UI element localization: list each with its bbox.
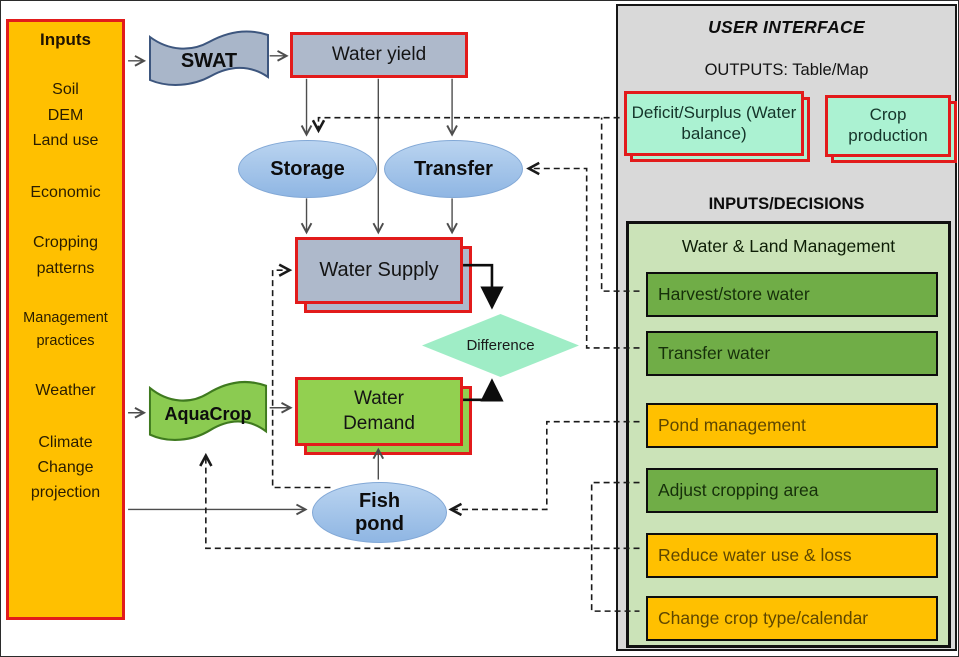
decision-item-reduce-water-use-loss: Reduce water use & loss (646, 533, 938, 578)
inputs-item-land-use: Land use (32, 132, 99, 149)
inputs-item-change: Change (37, 459, 94, 476)
wave-shape-icon (149, 30, 269, 86)
aquacrop-model-node: AquaCrop (147, 375, 269, 453)
fish-pond-node: Fish pond (312, 482, 447, 543)
decision-item-change-crop-type-calendar: Change crop type/calendar (646, 596, 938, 641)
inputs-decisions-label: INPUTS/DECISIONS (708, 195, 865, 213)
difference-label: Difference (466, 337, 535, 354)
water-demand-label: Water Demand (343, 387, 415, 434)
water-supply-label: Water Supply (319, 259, 439, 281)
inputs-panel-title: Inputs (40, 30, 91, 49)
user-interface-title: USER INTERFACE (708, 17, 865, 37)
dashed-pond-management-to-fish-pond (448, 420, 640, 517)
water-land-management-panel: Water & Land Management Harvest/store wa… (626, 221, 951, 648)
inputs-item-cropping: Cropping (33, 234, 98, 251)
water-yield-node: Water yield (290, 32, 468, 78)
outputs-label: OUTPUTS: Table/Map (704, 61, 869, 79)
deficit-surplus-label: Deficit/Surplus (Water balance) (631, 102, 797, 143)
dashed-deficit-to-storage (311, 116, 620, 134)
water-demand-node: Water Demand (295, 377, 472, 455)
fish-pond-label: Fish pond (355, 489, 404, 535)
inputs-item-weather: Weather (35, 382, 96, 399)
inputs-item-patterns: patterns (36, 260, 95, 277)
inputs-item-projection: projection (30, 484, 101, 501)
storage-label: Storage (270, 157, 345, 180)
water-supply-node: Water Supply (295, 237, 472, 313)
aquacrop-label: AquaCrop (164, 403, 252, 424)
inputs-panel: Inputs Soil DEM Land use Economic Croppi… (6, 19, 125, 620)
water-yield-label: Water yield (331, 44, 427, 65)
storage-node: Storage (238, 140, 377, 198)
decision-item-pond-management: Pond management (646, 403, 938, 448)
inputs-item-dem: DEM (47, 107, 84, 124)
swat-model-node: SWAT (147, 25, 271, 97)
decision-item-transfer-water: Transfer water (646, 331, 938, 376)
inputs-item-management: Management (23, 310, 108, 326)
inputs-item-economic: Economic (30, 184, 101, 201)
transfer-node: Transfer (384, 140, 523, 198)
inputs-item-practices: practices (36, 333, 95, 349)
output-deficit-surplus-box: Deficit/Surplus (Water balance) (624, 91, 810, 162)
inputs-item-soil: Soil (52, 81, 79, 98)
transfer-label: Transfer (414, 157, 493, 180)
inputs-item-climate: Climate (38, 434, 93, 451)
crop-production-label: Crop production (848, 105, 928, 145)
wave-shape-icon (148, 380, 268, 441)
user-interface-panel: USER INTERFACE OUTPUTS: Table/Map Defici… (616, 4, 957, 651)
decision-item-harvest-store-water: Harvest/store water (646, 272, 938, 317)
water-land-management-title: Water & Land Management (681, 236, 896, 256)
decision-item-adjust-cropping-area: Adjust cropping area (646, 468, 938, 513)
swat-label: SWAT (180, 49, 238, 72)
output-crop-production-box: Crop production (825, 95, 957, 163)
difference-decision-node: Difference (422, 314, 579, 377)
